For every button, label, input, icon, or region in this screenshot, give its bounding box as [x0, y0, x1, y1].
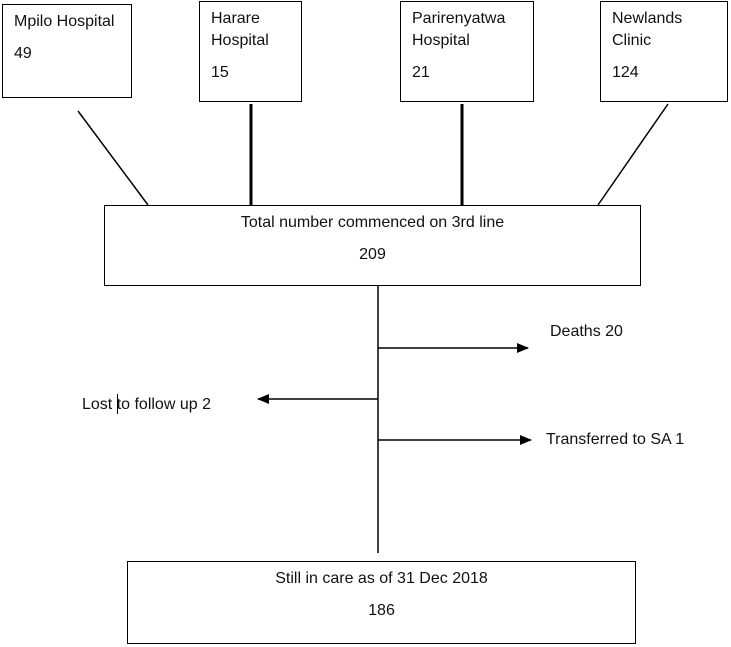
site-count: 49: [14, 45, 32, 62]
final-label: Still in care as of 31 Dec 2018: [275, 570, 488, 587]
site-name: Harare Hospital: [211, 10, 269, 49]
connector-newlands: [597, 103, 669, 206]
final-count: 186: [368, 602, 395, 619]
site-box-mpilo: Mpilo Hospital 49: [2, 4, 132, 98]
site-box-harare: Harare Hospital 15: [199, 1, 302, 102]
total-label: Total number commenced on 3rd line: [240, 214, 505, 231]
site-name: Parirenyatwa Hospital: [412, 10, 506, 49]
total-count: 209: [359, 246, 386, 263]
site-name: Mpilo Hospital: [14, 13, 115, 30]
final-box: Still in care as of 31 Dec 2018 186: [127, 561, 636, 644]
site-name: Newlands Clinic: [612, 10, 683, 49]
lost-to-follow-up-label: Lost to follow up 2: [82, 396, 211, 413]
site-count: 21: [412, 64, 430, 81]
connector-mpilo: [77, 110, 149, 206]
site-box-parirenyatwa: Parirenyatwa Hospital 21: [400, 1, 534, 102]
site-count: 124: [612, 64, 639, 81]
site-count: 15: [211, 64, 229, 81]
deaths-label: Deaths 20: [550, 323, 623, 340]
text-cursor-mark: [117, 394, 118, 414]
site-box-newlands: Newlands Clinic 124: [600, 1, 728, 102]
transferred-label: Transferred to SA 1: [546, 431, 685, 448]
total-box: Total number commenced on 3rd line 209: [104, 205, 641, 286]
